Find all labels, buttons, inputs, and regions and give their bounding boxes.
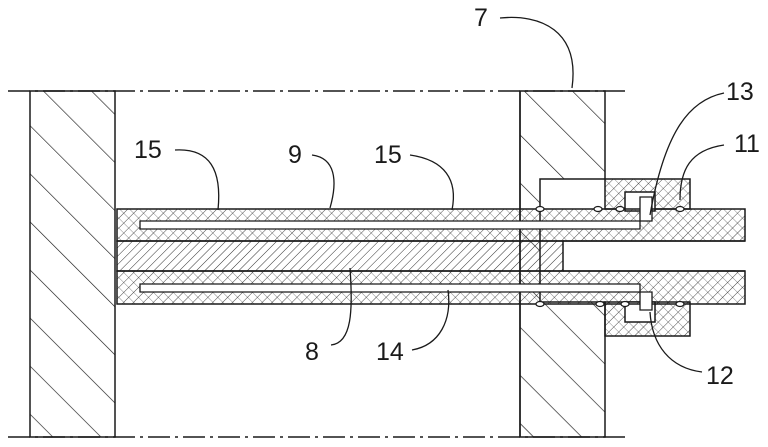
seal-ring (595, 300, 605, 308)
upper-channel (139, 196, 653, 230)
label-13: 13 (726, 78, 754, 106)
seal-ring (535, 205, 545, 213)
left-wall (29, 90, 116, 438)
label-15-left: 15 (134, 136, 162, 164)
label-15-right: 15 (374, 141, 402, 169)
leader-line-12 (649, 311, 703, 373)
leader-line-8 (330, 267, 352, 346)
leader-line-9 (311, 154, 335, 209)
leader-line-14 (411, 289, 450, 351)
leader-line-15b (409, 154, 454, 211)
seal-ring (593, 205, 603, 213)
seal-ring (535, 300, 545, 308)
label-11: 11 (734, 130, 760, 158)
seal-ring (620, 300, 630, 308)
leader-line-15a (174, 149, 220, 211)
lower-channel (139, 283, 653, 311)
central-rod (116, 240, 564, 272)
label-7: 7 (474, 4, 488, 32)
label-14: 14 (376, 338, 404, 366)
leader-lines (174, 16, 725, 373)
boundary-lines (8, 90, 625, 438)
seal-ring (675, 300, 685, 308)
leader-line-7 (499, 16, 574, 89)
leader-line-13 (649, 92, 725, 216)
label-9: 9 (288, 141, 302, 169)
seal-markers (535, 205, 685, 308)
seal-ring (675, 205, 685, 213)
seal-ring (615, 205, 625, 213)
label-12: 12 (706, 362, 734, 390)
label-8: 8 (305, 338, 319, 366)
leader-line-11 (679, 144, 725, 201)
